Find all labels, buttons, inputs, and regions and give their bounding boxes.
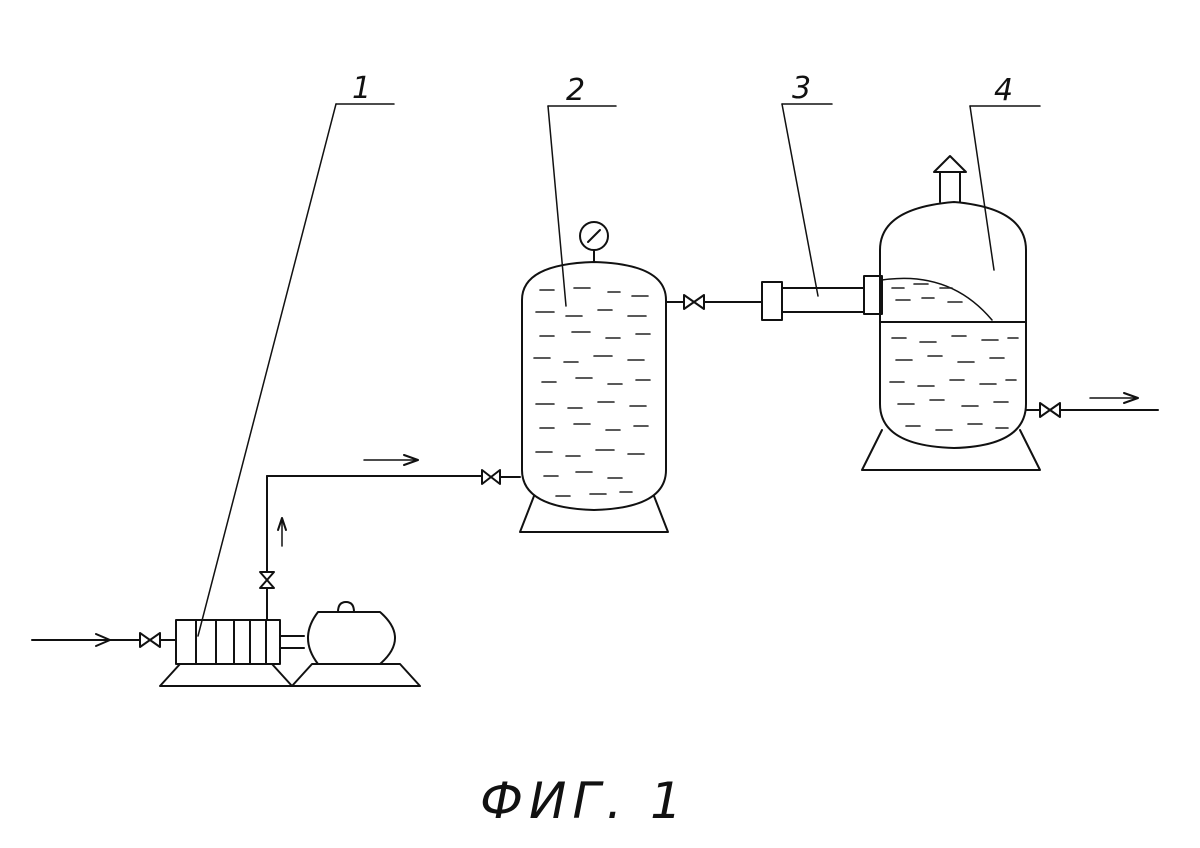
transfer-valve <box>683 294 705 310</box>
flow-arrow-vertical <box>277 517 287 531</box>
pressure-tank <box>519 261 669 533</box>
discharge-valve <box>259 571 275 589</box>
outlet-flow-arrow <box>1123 392 1139 404</box>
label-3: 3 <box>792 71 811 106</box>
tank-inlet-valve <box>481 469 501 485</box>
tank-4-liquid <box>889 335 1019 431</box>
callout-1: 1 <box>197 71 395 637</box>
pressure-gauge <box>579 221 609 263</box>
callout-3: 3 <box>781 71 833 297</box>
outlet-pipe <box>1025 392 1159 418</box>
discharge-pipe <box>259 454 521 621</box>
label-1: 1 <box>352 71 371 106</box>
callout-2: 2 <box>547 73 617 307</box>
spray-jet <box>881 277 993 321</box>
flow-arrow-horizontal <box>403 454 419 466</box>
inlet-valve <box>139 632 177 648</box>
motor <box>307 601 396 665</box>
nozzle <box>761 275 883 321</box>
transfer-pipe <box>665 294 763 310</box>
vent <box>933 155 967 203</box>
inlet-flow-arrow <box>95 633 111 647</box>
receiver-tank <box>861 155 1041 471</box>
pump <box>175 619 305 665</box>
label-4: 4 <box>994 73 1013 108</box>
tank-2-base <box>519 495 669 533</box>
callout-4: 4 <box>969 73 1041 271</box>
figure-caption: ФИГ. 1 <box>480 772 688 830</box>
outlet-valve <box>1039 402 1061 418</box>
tank-2-liquid <box>533 287 651 497</box>
tank-4-base <box>861 429 1041 471</box>
label-2: 2 <box>566 73 585 108</box>
pump-base <box>159 663 421 687</box>
inlet-pipe <box>31 633 141 647</box>
